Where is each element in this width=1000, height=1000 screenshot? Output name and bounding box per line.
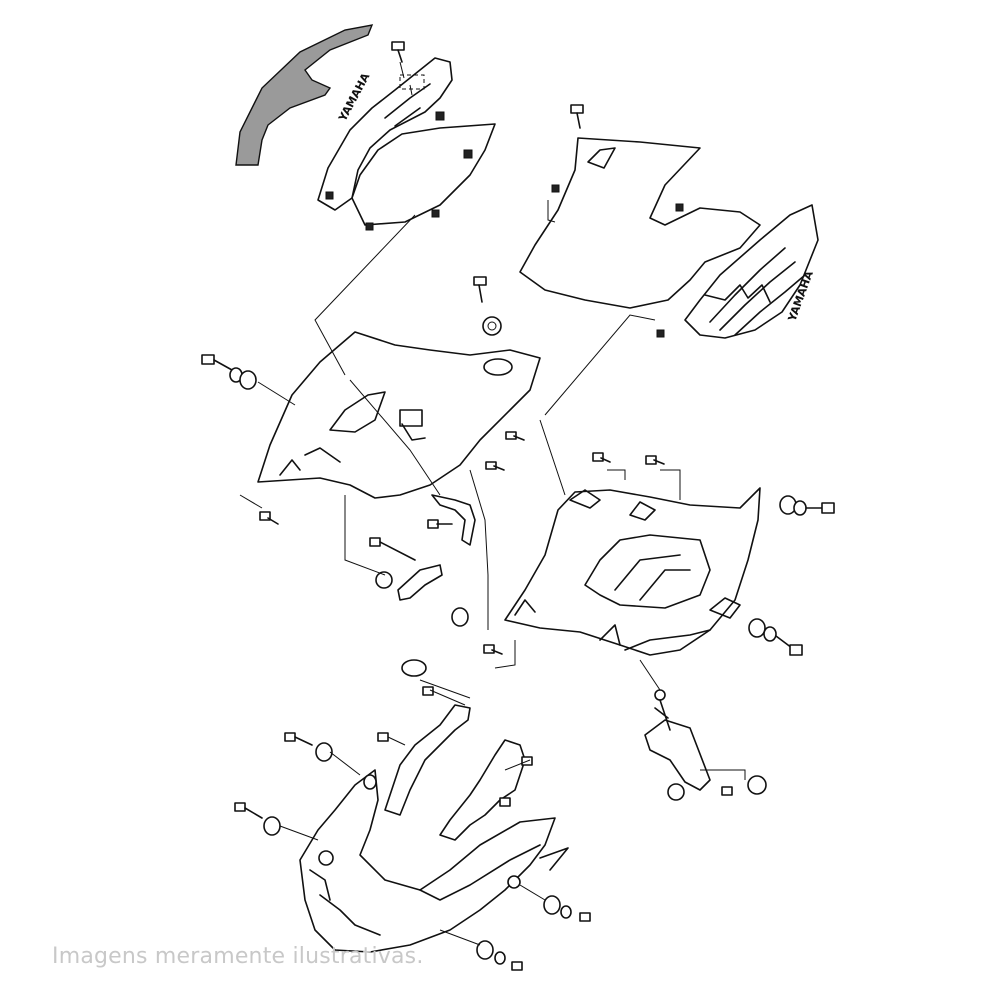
lower-bracket-left [384, 659, 471, 816]
windscreen [235, 24, 374, 166]
grommet-mid [451, 607, 503, 655]
screw-left-lower [259, 511, 279, 525]
left-inner-panel [257, 331, 541, 499]
lower-bracket-right [439, 739, 526, 841]
grommet-bolt [473, 276, 502, 336]
lower-cowl [299, 769, 569, 953]
screw-side-upper [570, 104, 584, 129]
bolt-left-1 [201, 354, 257, 390]
screw-center-1 [505, 431, 525, 441]
screws-top-right [592, 452, 665, 465]
bolt-right-lower [748, 618, 803, 656]
right-side-panel [504, 487, 761, 656]
bolt-lower-right-1 [543, 895, 591, 922]
side-panel-upper: YAMAHA [519, 137, 819, 339]
disclaimer-caption: Imagens meramente ilustrativas. [52, 944, 424, 969]
bracket-lower-right [644, 689, 767, 801]
screw-center-2 [485, 461, 505, 471]
bolt-lower-right-2 [476, 940, 523, 971]
stay-bracket-left [369, 537, 443, 601]
bolt-lower-left-1 [284, 732, 333, 762]
bracket-middle [427, 494, 476, 546]
screw-top [391, 41, 405, 63]
bolt-lower-left-2 [234, 802, 281, 836]
upper-cowl: YAMAHA [317, 57, 496, 231]
bolt-right-upper [779, 495, 835, 516]
